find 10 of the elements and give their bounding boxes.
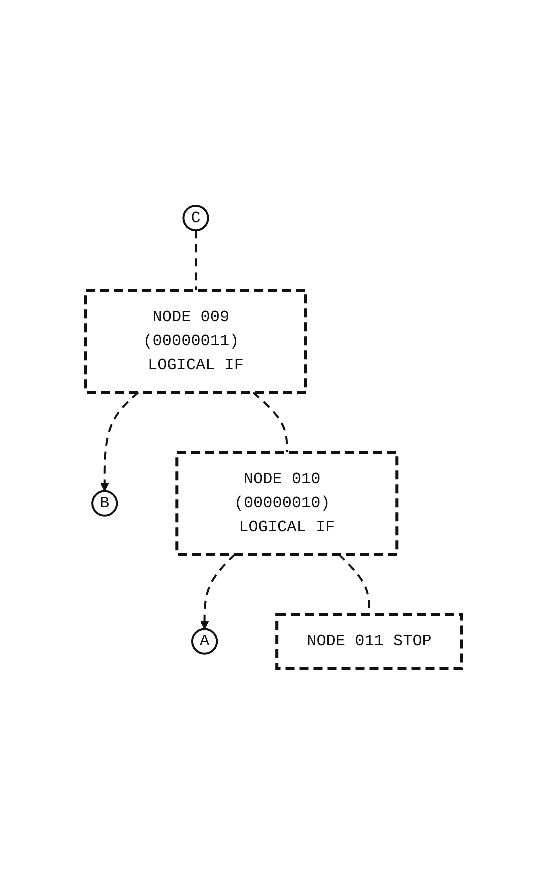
node-box: NODE 010 (00000010) LOGICAL IF bbox=[176, 451, 399, 556]
node-circle: A bbox=[192, 628, 218, 656]
node-box: NODE 011 STOP bbox=[276, 613, 464, 670]
connector bbox=[252, 392, 288, 453]
node-box: NODE 009 (00000011) LOGICAL IF bbox=[84, 289, 308, 394]
node-circle: C bbox=[182, 205, 210, 232]
node-circle: B bbox=[92, 490, 118, 518]
arrow bbox=[100, 392, 140, 492]
connector bbox=[195, 230, 198, 291]
arrow bbox=[200, 554, 236, 630]
